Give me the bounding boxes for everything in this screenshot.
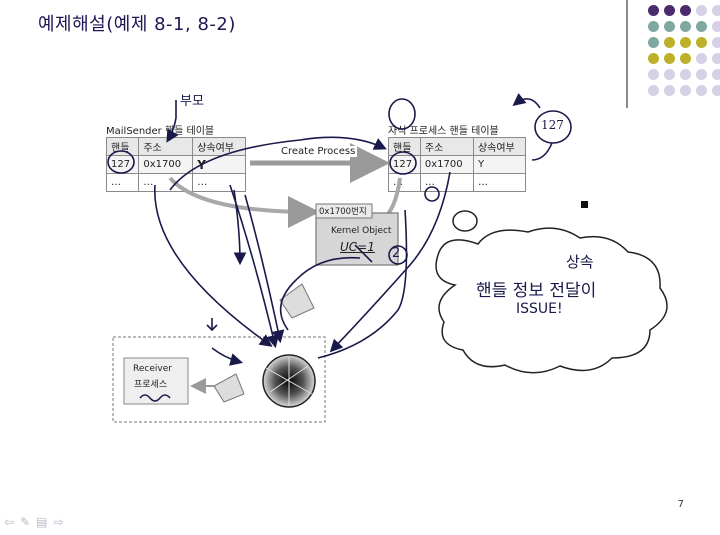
pen-icon[interactable]: ✎ (20, 515, 37, 529)
slide-title: 예제해설(예제 8-1, 8-2) (38, 14, 236, 35)
decor-dot (648, 5, 659, 16)
back-arrow-icon[interactable]: ⇦ (4, 515, 21, 529)
decor-divider (626, 0, 628, 108)
decor-dot (712, 21, 720, 32)
left-header-inherit: 상속여부 (192, 137, 246, 156)
handwritten-cloud-top: 상속 (566, 253, 594, 271)
decor-dot (712, 53, 720, 64)
handwritten-cloud-issue: ISSUE! (516, 301, 563, 317)
decor-dot (680, 85, 691, 96)
left-cell-ellipsis-3: … (192, 173, 246, 192)
left-handle-table: 핸들 주소 상속여부 127 0x1700 Y … … … (105, 137, 246, 192)
decor-dot (712, 85, 720, 96)
receiver-sublabel: 프로세스 (134, 380, 168, 390)
decor-dot (696, 69, 707, 80)
ink-small-marks (206, 318, 218, 332)
circle-127-bubble (534, 110, 572, 144)
circle-right-127 (389, 151, 417, 175)
bullet-square (581, 201, 588, 208)
right-cell-address: 0x1700 (419, 155, 474, 174)
address-tag-box (315, 203, 373, 219)
decor-dot (696, 53, 707, 64)
page-number: 7 (677, 499, 684, 510)
decor-dot (696, 85, 707, 96)
decor-dot (648, 69, 659, 80)
decor-dot (712, 5, 720, 16)
decor-dot (648, 37, 659, 48)
right-handle-table: 핸들 주소 상속여부 127 0x1700 Y … … … (388, 137, 527, 192)
right-header-inherit: 상속여부 (472, 137, 527, 156)
address-tag-label: 0x1700번지 (319, 207, 367, 217)
decor-dot (664, 69, 675, 80)
left-header-handle: 핸들 (105, 137, 140, 156)
receiver-label: Receiver (133, 364, 172, 374)
bubble-down-arrow (531, 142, 553, 161)
decor-dot (664, 5, 675, 16)
decor-dot-grid (630, 4, 720, 104)
forward-arrow-icon[interactable]: ⇨ (53, 515, 70, 529)
decor-dot (696, 5, 707, 16)
receiver-squiggle (139, 394, 171, 402)
decor-dot (696, 21, 707, 32)
circle-left-127 (107, 150, 135, 174)
decor-dot (664, 37, 675, 48)
ink-from-right (329, 171, 451, 353)
handwritten-127: 127 (541, 118, 564, 132)
ink-node (424, 186, 440, 202)
decor-dot (680, 37, 691, 48)
create-process-swoop (169, 136, 387, 191)
ink-down-3 (233, 189, 247, 266)
slide-nav-controls: ⇦✎▤⇨ (4, 515, 70, 529)
decor-dot (712, 37, 720, 48)
thought-cloud (435, 210, 668, 374)
uc-circle (388, 245, 408, 265)
envelope-icon-2 (213, 373, 245, 403)
envelope-icon-1 (279, 283, 315, 319)
kernel-object-title: Kernel Object (331, 226, 392, 236)
ink-down-4 (244, 194, 285, 344)
left-table-caption: MailSender 핸들 테이블 (106, 126, 215, 137)
handwritten-uc-2: 2 (392, 246, 401, 261)
decor-dot (680, 21, 691, 32)
right-header-address: 주소 (419, 137, 474, 156)
circle-right-handle (388, 98, 416, 130)
handwritten-cloud-main: 핸들 정보 전달이 (476, 281, 597, 301)
right-cell-inherit: Y (472, 155, 527, 174)
kernel-object-uc: UC=1 (340, 240, 375, 254)
receiver-process-box (123, 357, 189, 405)
right-cell-ellipsis-3: … (472, 173, 527, 192)
decor-dot (664, 85, 675, 96)
bubble-tail-arrow (512, 93, 541, 109)
uc-strike (354, 244, 373, 263)
create-process-label: Create Process (279, 146, 358, 157)
ink-kernel-loop (279, 256, 361, 331)
decor-dot (680, 53, 691, 64)
menu-icon[interactable]: ▤ (36, 515, 54, 529)
receiver-dashed-box (112, 336, 326, 423)
parent-underline (166, 100, 179, 143)
decor-dot (648, 53, 659, 64)
reference-arrow (168, 176, 320, 228)
decor-dot (680, 69, 691, 80)
handwritten-parent: 부모 (180, 94, 204, 109)
decor-dot (648, 85, 659, 96)
ink-down-1 (154, 184, 273, 347)
decor-dot (664, 21, 675, 32)
decor-dot (680, 5, 691, 16)
decor-dot (648, 21, 659, 32)
decor-dot (664, 53, 675, 64)
right-table-caption: 자식 프로세스 핸들 테이블 (388, 126, 499, 137)
ink-envelope-arrow (211, 347, 244, 366)
left-cell-ellipsis-1: … (105, 173, 140, 192)
decor-dot (712, 69, 720, 80)
decor-dot (696, 37, 707, 48)
